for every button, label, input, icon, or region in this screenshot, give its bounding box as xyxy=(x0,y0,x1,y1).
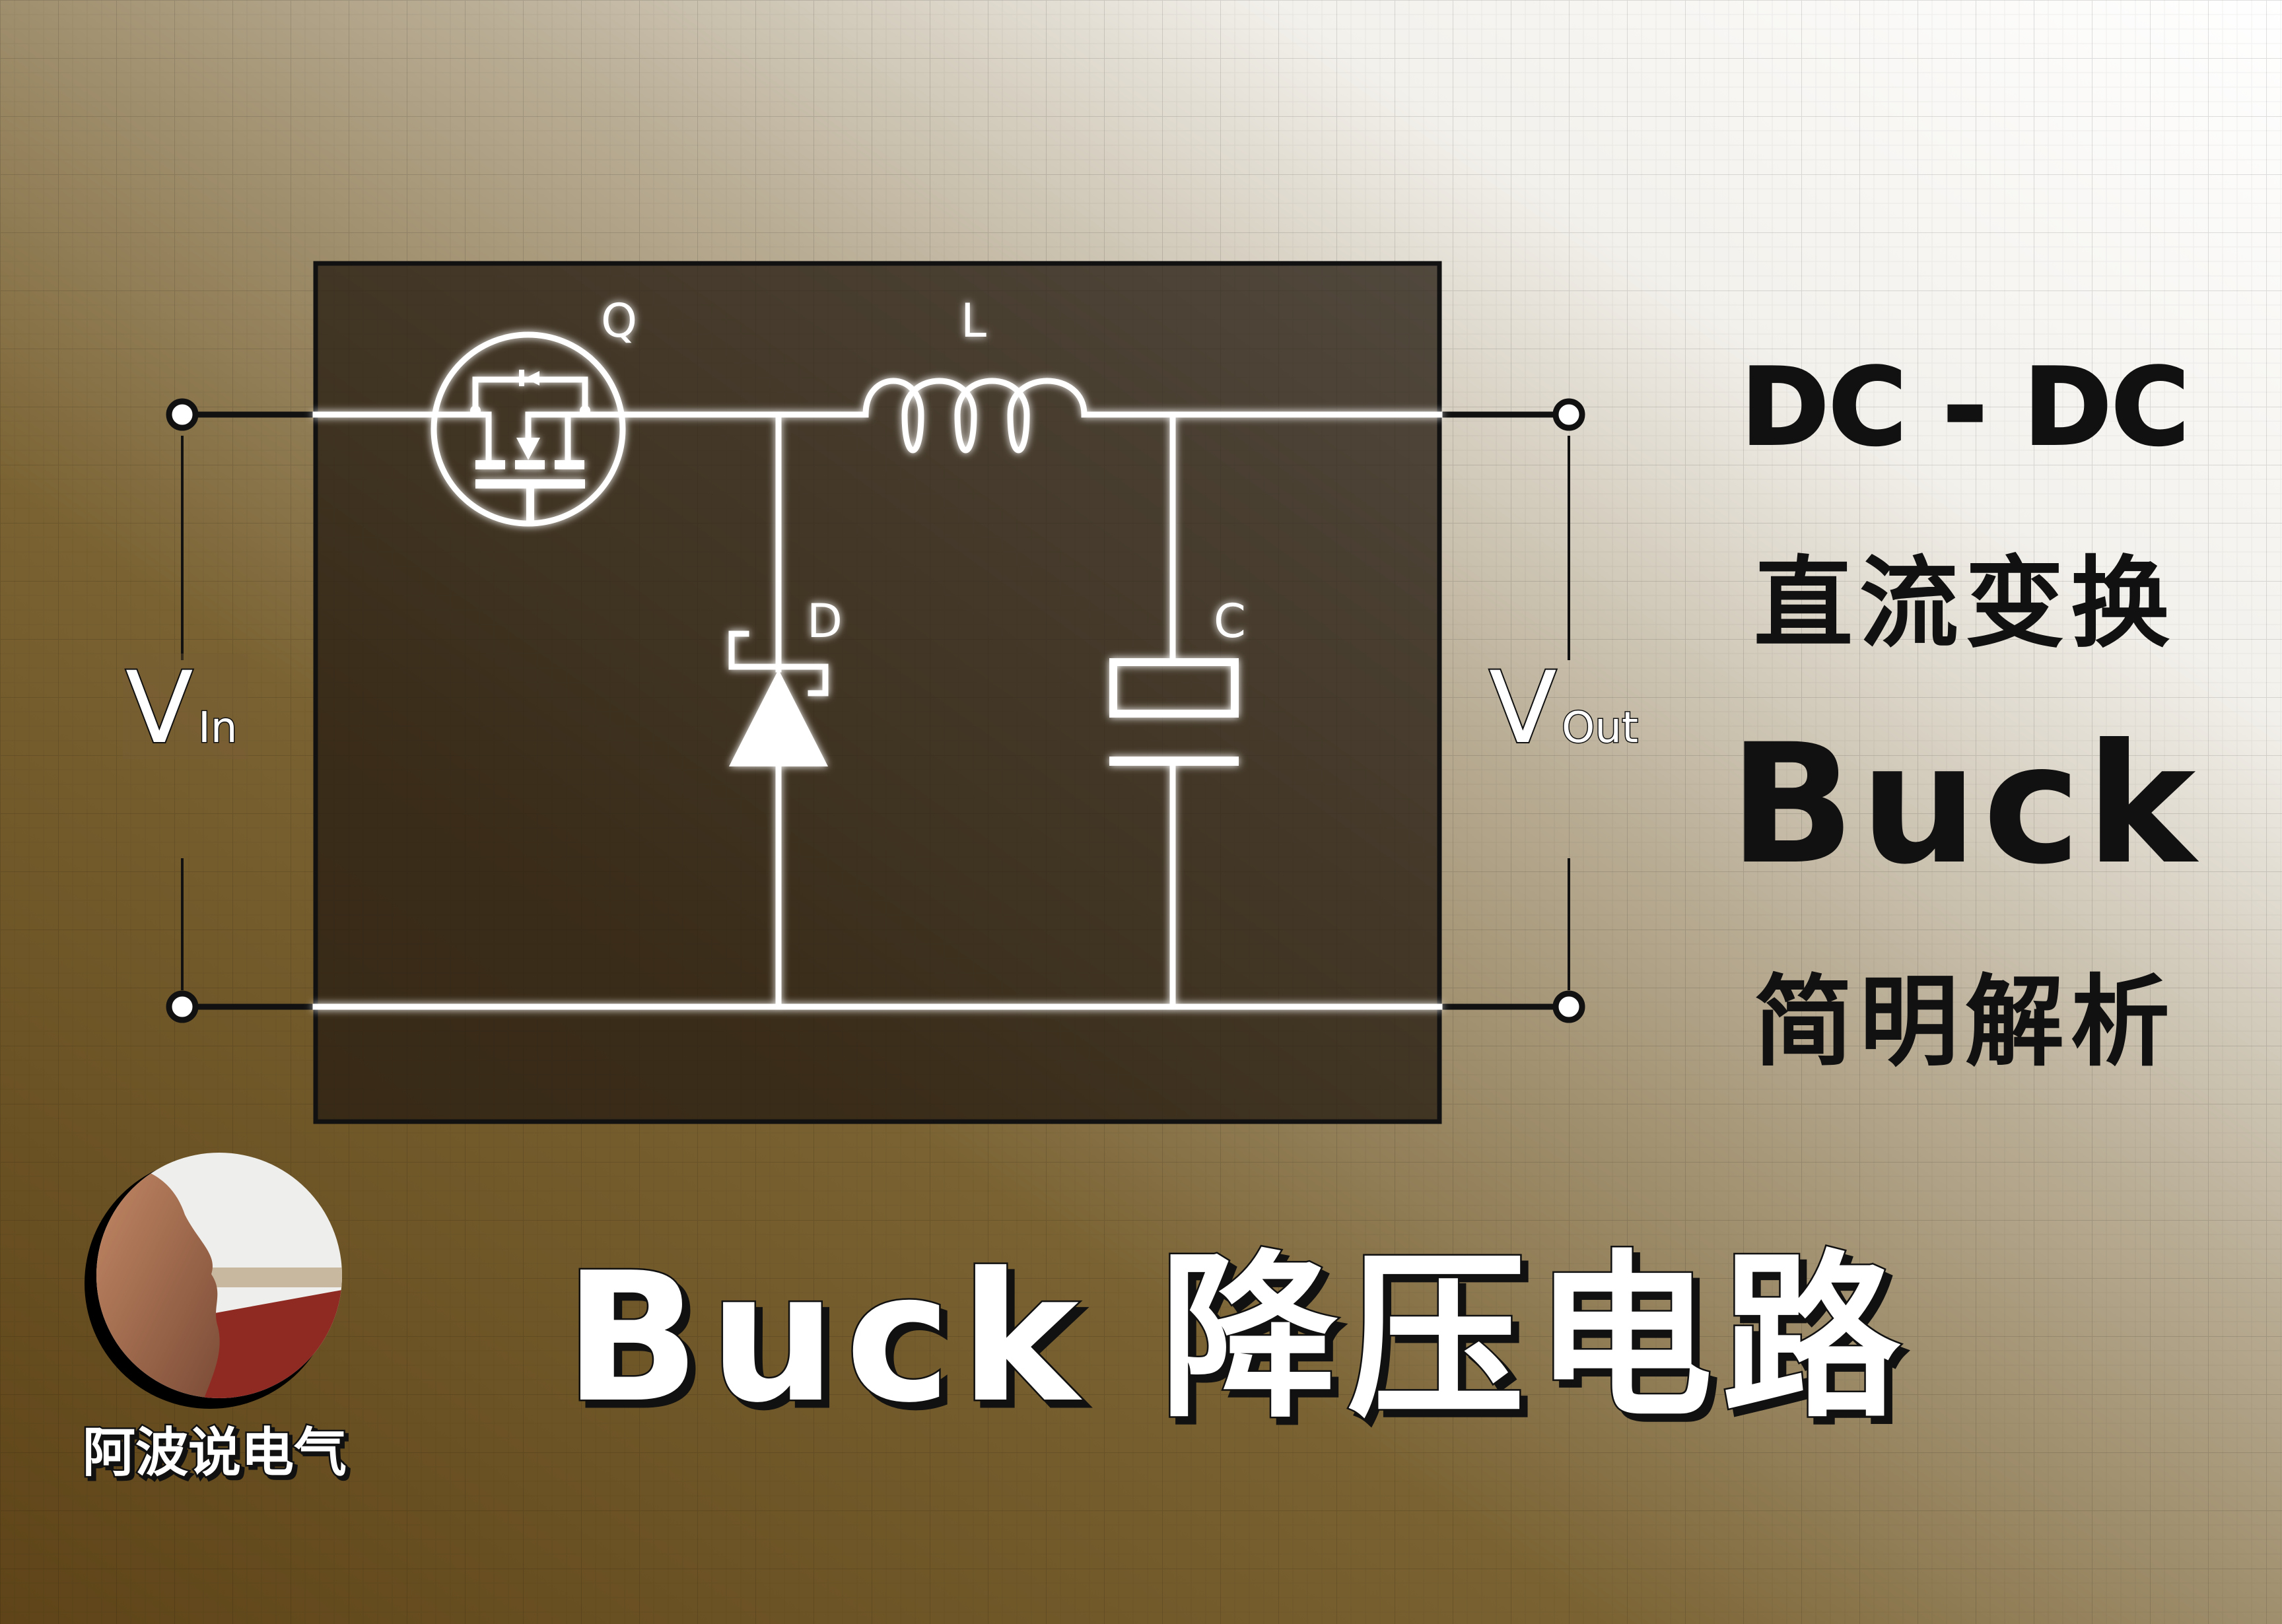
svg-text:In: In xyxy=(198,704,237,753)
terminal-in-top xyxy=(166,398,199,431)
terminal-in-bottom xyxy=(166,990,199,1023)
circuit-panel xyxy=(313,261,1442,1124)
diode-label: D xyxy=(807,594,843,648)
diode-symbol xyxy=(728,411,829,1010)
title-brief-analysis: 简明解析 xyxy=(1754,965,2176,1080)
side-titles: DC - DC 直流变换 Buck 简明解析 xyxy=(1729,344,2201,1080)
circuit-diagram: Q L D C V In V xyxy=(123,294,1640,1023)
title-dc-conversion: 直流变换 xyxy=(1754,547,2176,661)
svg-text:V: V xyxy=(1489,651,1557,766)
terminal-out-top xyxy=(1552,398,1585,431)
mosfet-symbol xyxy=(431,331,626,527)
main-title: Buck 降压电路 xyxy=(564,1234,1910,1442)
inductor-label: L xyxy=(961,294,986,348)
author-name: 阿波说电气 xyxy=(83,1422,347,1483)
title-dc-dc: DC - DC xyxy=(1741,345,2189,469)
switch-label: Q xyxy=(601,294,637,348)
inductor-symbol xyxy=(862,378,1088,454)
capacitor-label: C xyxy=(1214,594,1246,648)
svg-text:Out: Out xyxy=(1562,704,1638,753)
title-buck: Buck xyxy=(1729,708,2201,900)
author-avatar xyxy=(85,1153,342,1409)
svg-text:V: V xyxy=(125,651,193,766)
vout-label: V Out xyxy=(1488,650,1640,767)
terminal-out-bottom xyxy=(1552,990,1585,1023)
vin-label: V In xyxy=(123,650,248,767)
capacitor-symbol xyxy=(1109,411,1239,1010)
